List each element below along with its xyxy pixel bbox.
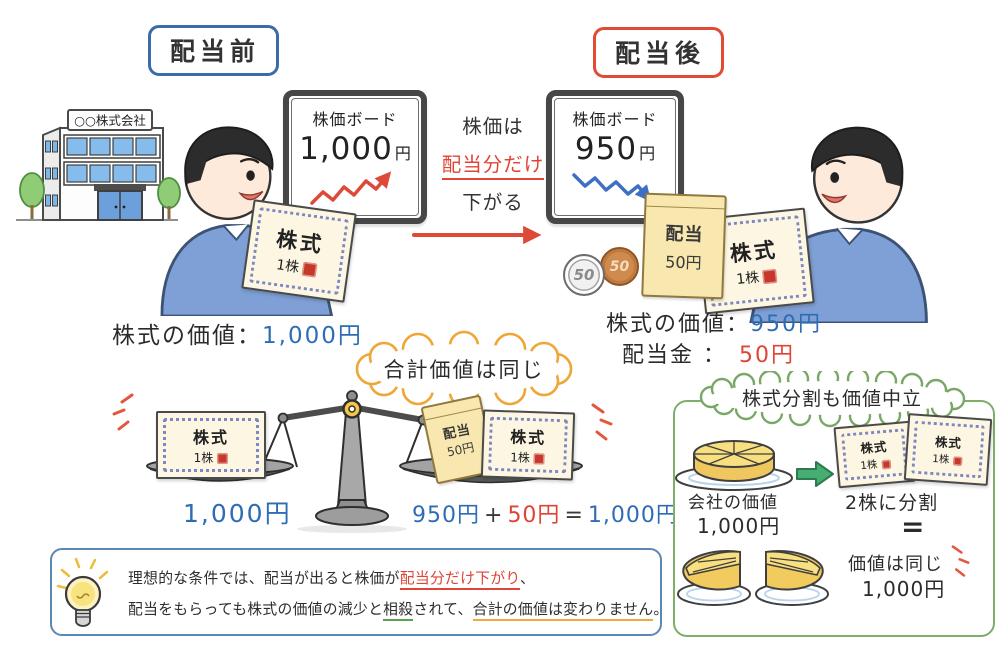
certificate-title: 株式: [509, 427, 547, 448]
cheese-half-left: [677, 550, 751, 606]
coin-bronze-50: 50: [600, 247, 639, 286]
note-line-1: 理想的な条件では、配当が出ると株価が配当分だけ下がり、: [128, 567, 535, 590]
board-title: 株価ボード: [572, 110, 658, 129]
scale-post: [336, 411, 368, 507]
seal-icon: [762, 268, 778, 284]
seal-icon: [953, 455, 963, 466]
tree-left: [19, 172, 45, 208]
certificate-title: 株式: [728, 237, 780, 266]
value-before: 株式の価値：1,000円: [112, 323, 363, 349]
whole-cheese: [675, 440, 793, 491]
certificate-title: 株式: [274, 226, 326, 257]
uptrend-arrow-icon: [310, 171, 392, 205]
value-after: 株式の価値：950円: [606, 312, 823, 337]
certificate-text: 株式 1株: [272, 222, 327, 279]
summary-note-box: [50, 548, 662, 636]
envelope-title: 配当: [665, 222, 704, 246]
dividend-after: 配当金 ：50円: [622, 343, 795, 368]
certificate-title: 株式: [934, 434, 963, 451]
company-value-amount: 1,000円: [697, 514, 781, 538]
badge-before-dividend: 配当前: [148, 25, 280, 76]
certificate-subtitle: 1株: [193, 449, 229, 466]
split-certificate-2: 株式 1株: [903, 413, 993, 486]
certificate-subtitle: 1株: [509, 448, 546, 466]
split-cheese: [677, 550, 829, 606]
seal-icon: [533, 453, 546, 465]
seal-icon: [217, 453, 229, 464]
seal-icon: [881, 459, 891, 469]
note-line-2: 配当をもらっても株式の価値の減少と相殺されて、合計の価値は変わりません。: [128, 598, 668, 621]
dividend-envelope: 配当 50円: [641, 192, 727, 300]
split-result-label: 価値は同じ: [848, 554, 943, 575]
coin-silver-50: 50: [563, 254, 605, 296]
before-after-arrow-icon: [412, 225, 542, 245]
split-panel-title: 株式分割も価値中立: [742, 388, 922, 410]
emphasis-spark-left: [112, 393, 134, 431]
stock-certificate-before: 株式 1株: [241, 199, 357, 303]
certificate-subtitle: 1株: [932, 451, 963, 468]
certificate-title: 株式: [192, 428, 229, 447]
company-value-label: 会社の価値: [688, 493, 778, 513]
certificate-title: 株式: [859, 438, 888, 457]
split-label: 2株に分割: [845, 492, 939, 514]
certificate-subtitle: 1株: [732, 264, 782, 289]
stock-certificate-scale-right: 株式 1株: [480, 409, 576, 481]
emphasis-spark-right: [591, 403, 613, 441]
certificate-text: 株式 1株: [509, 423, 547, 466]
transition-line1: 株価は: [462, 115, 524, 138]
equal-value-bubble: 合計価値は同じ: [355, 330, 573, 408]
envelope-amount: 50円: [664, 251, 702, 273]
certificate-text: 株式 1株: [728, 233, 781, 289]
certificate-subtitle: 1株: [860, 456, 891, 474]
board-title: 株価ボード: [312, 110, 398, 129]
split-arrow-icon: [796, 461, 834, 487]
stock-certificate-scale-left: 株式 1株: [156, 411, 266, 479]
downtrend-arrow-icon: [572, 173, 652, 202]
scale-right-equation: 950円+50円=1,000円: [412, 503, 679, 528]
split-panel-title-bubble: 株式分割も価値中立: [699, 371, 966, 428]
bubble-label: 合計価値は同じ: [384, 358, 545, 382]
transition-line2: 配当分だけ: [424, 148, 562, 180]
emphasis-spark-panel: [951, 545, 970, 577]
seal-icon: [302, 261, 318, 278]
equals-sign: =: [901, 510, 925, 543]
lightbulb-icon: [56, 557, 109, 627]
certificate-text: 株式 1株: [858, 436, 891, 473]
cheese-half-right: [755, 550, 829, 606]
split-result-value: 1,000円: [862, 577, 946, 601]
certificate-text: 株式 1株: [193, 424, 229, 466]
scale-base: [315, 506, 389, 526]
transition-line3: 下がる: [462, 191, 524, 214]
scale-left-total: 1,000円: [183, 499, 292, 528]
certificate-text: 株式 1株: [932, 431, 965, 468]
company-building: ○○株式会社: [16, 109, 181, 221]
badge-after-dividend: 配当後: [593, 27, 725, 78]
building-sign: ○○株式会社: [74, 113, 146, 128]
transition-caption: 株価は 配当分だけ 下がる: [424, 110, 562, 224]
